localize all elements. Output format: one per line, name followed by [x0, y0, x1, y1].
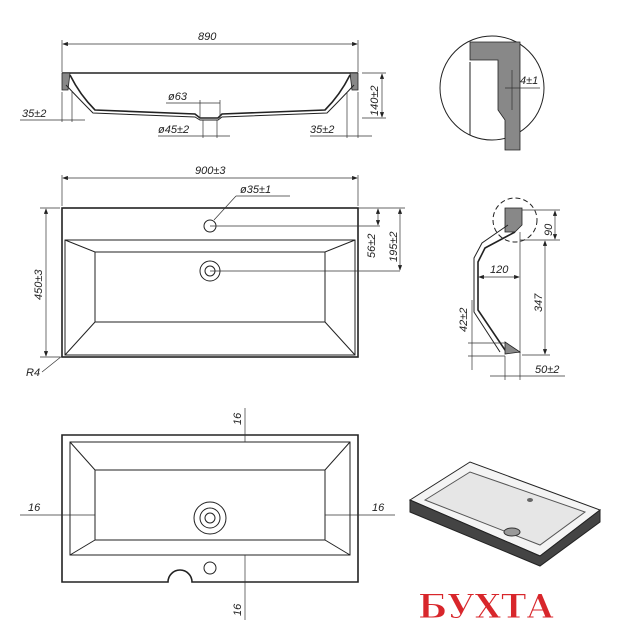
dim-tap-hole: ø35±1: [240, 184, 271, 196]
dim-offset-120: 120: [490, 264, 509, 276]
dim-bottom-left: 16: [28, 502, 41, 514]
dim-bottom-top: 16: [232, 412, 244, 425]
dim-height-347: 347: [533, 293, 545, 312]
side-view: 90 120 347 42±2 50±2: [458, 197, 565, 380]
dim-drain-outer: ø63: [168, 91, 188, 103]
dim-rim-left: 35±2: [22, 108, 46, 120]
detail-view: 4±1: [439, 35, 545, 151]
dim-width-900: 900±3: [195, 165, 226, 177]
bottom-view: 16 16 16 16: [20, 408, 395, 620]
top-view: 900±3 ø35±1 56±2 195±2 450±3 R4: [26, 165, 405, 379]
section-view: 890 35±2 ø63 ø45±2 35±2 140±2: [20, 31, 386, 138]
dim-tap-offset: 56±2: [366, 234, 378, 258]
dim-wall-thickness: 4±1: [520, 75, 538, 87]
dim-lower-42: 42±2: [458, 308, 470, 332]
dim-rim-height: 90: [543, 223, 555, 236]
dim-drain-offset: 195±2: [388, 231, 400, 262]
brand-logo: БУХТА: [418, 587, 554, 627]
dim-height-140: 140±2: [369, 85, 381, 116]
dim-width-890: 890: [198, 31, 217, 43]
dim-bottom-bottom: 16: [232, 603, 244, 616]
isometric-view: [408, 461, 602, 567]
dim-drain-inner: ø45±2: [158, 124, 189, 136]
dim-corner-radius: R4: [26, 367, 40, 379]
dim-bottom-right: 16: [372, 502, 385, 514]
dim-rim-right: 35±2: [310, 124, 334, 136]
dim-base-50: 50±2: [535, 364, 559, 376]
dim-depth-450: 450±3: [33, 269, 45, 300]
